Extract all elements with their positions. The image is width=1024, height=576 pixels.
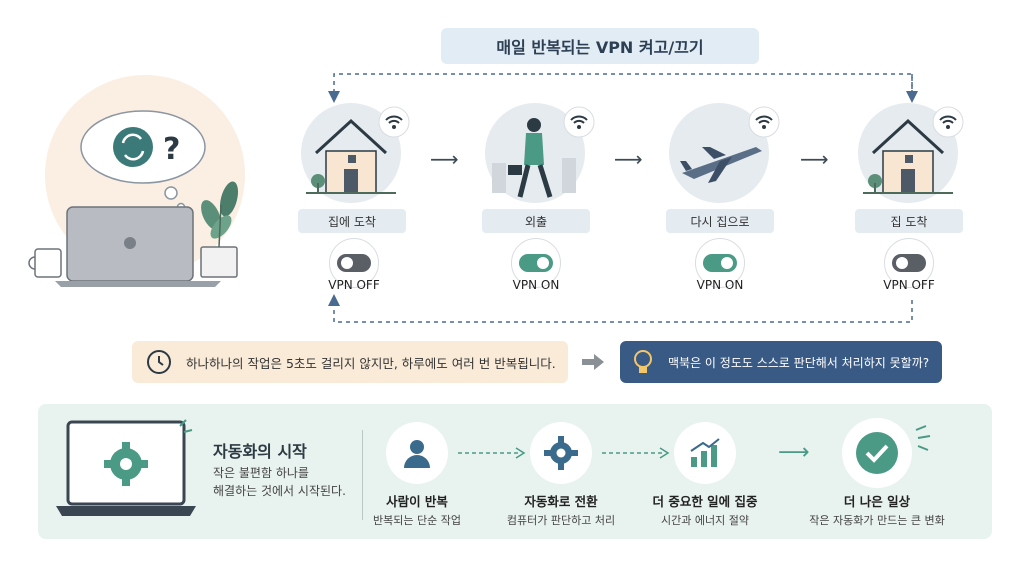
arrow-right-icon — [582, 354, 604, 370]
vpn-state-home-arrive: VPN OFF — [328, 278, 380, 292]
airplane-icon — [669, 103, 769, 203]
stage-label-outing: 외출 — [482, 209, 590, 233]
arrow-right-icon: ⟶ — [430, 147, 459, 171]
laptop-gear-icon — [56, 419, 196, 516]
automation-panel — [38, 404, 992, 539]
divider — [362, 430, 363, 520]
fact-text: 하나하나의 작업은 5초도 걸리지 않지만, 하루에도 여러 번 반복됩니다. — [186, 355, 556, 371]
step-title-better-life: 더 나은 일상 — [843, 494, 911, 509]
vpn-state-return-home: VPN ON — [696, 278, 744, 292]
step-title-focus: 더 중요한 일에 집중 — [652, 494, 758, 509]
page-title: 매일 반복되는 VPN 켜고/끄기 — [441, 28, 759, 64]
step-desc-focus: 시간과 에너지 절약 — [661, 514, 749, 527]
vpn-state-outing: VPN ON — [512, 278, 560, 292]
stage-label-return-home: 다시 집으로 — [666, 209, 774, 233]
lightbulb-icon — [634, 350, 652, 373]
wifi-icon — [748, 106, 780, 138]
automation-subtitle-line1: 작은 불편함 하나를 — [213, 466, 309, 480]
vpn-state-home-arrival: VPN OFF — [883, 278, 935, 292]
question-text: 맥북은 이 정도도 스스로 판단해서 처리하지 못할까? — [668, 355, 930, 370]
wifi-icon — [932, 106, 964, 138]
house-icon — [858, 103, 958, 203]
question-callout: 맥북은 이 정도도 스스로 판단해서 처리하지 못할까? — [620, 341, 942, 383]
house-icon — [301, 103, 401, 203]
clock-icon — [147, 350, 171, 374]
sparkle-icon — [915, 425, 931, 451]
stage-label-home-arrive: 집에 도착 — [298, 209, 406, 233]
plant-icon — [200, 181, 239, 278]
step-desc-automation: 컴퓨터가 판단하고 처리 — [506, 514, 616, 527]
vpn-toggle-home-arrive[interactable] — [329, 238, 379, 288]
person-walking-icon — [485, 103, 585, 203]
coffee-cup-icon — [28, 248, 62, 278]
stage-label-home-arrival: 집 도착 — [855, 209, 963, 233]
arrow-right-icon: ⟶ — [778, 440, 810, 465]
vpn-toggle-outing[interactable] — [511, 238, 561, 288]
vpn-toggle-home-arrival[interactable] — [884, 238, 934, 288]
automation-subtitle-line2: 해결하는 것에서 시작된다. — [213, 484, 346, 498]
step-desc-human: 반복되는 단순 작업 — [373, 514, 461, 527]
growth-chart-icon — [674, 422, 736, 484]
dashed-arrow-icon — [602, 447, 670, 459]
arrow-right-icon: ⟶ — [800, 147, 829, 171]
dashed-arrow-icon — [458, 447, 526, 459]
step-title-human: 사람이 반복 — [386, 494, 448, 509]
checkmark-icon — [842, 418, 912, 488]
wifi-icon — [563, 106, 595, 138]
thought-cloud-icon: ? — [80, 110, 206, 212]
svg-text:?: ? — [163, 132, 180, 167]
laptop-icon — [55, 206, 221, 287]
fact-callout: 하나하나의 작업은 5초도 걸리지 않지만, 하루에도 여러 번 반복됩니다. — [132, 341, 568, 383]
step-desc-better-life: 작은 자동화가 만드는 큰 변화 — [809, 514, 945, 527]
gear-icon — [530, 422, 592, 484]
automation-subtitle: 작은 불편함 하나를 해결하는 것에서 시작된다. — [213, 464, 363, 500]
automation-title: 자동화의 시작 — [213, 442, 307, 461]
step-title-automation: 자동화로 전환 — [524, 494, 598, 509]
laptop-thinking-illustration: ? — [28, 75, 245, 287]
vpn-toggle-return-home[interactable] — [695, 238, 745, 288]
wifi-icon — [378, 106, 410, 138]
person-icon — [386, 422, 448, 484]
arrow-right-icon: ⟶ — [614, 147, 643, 171]
